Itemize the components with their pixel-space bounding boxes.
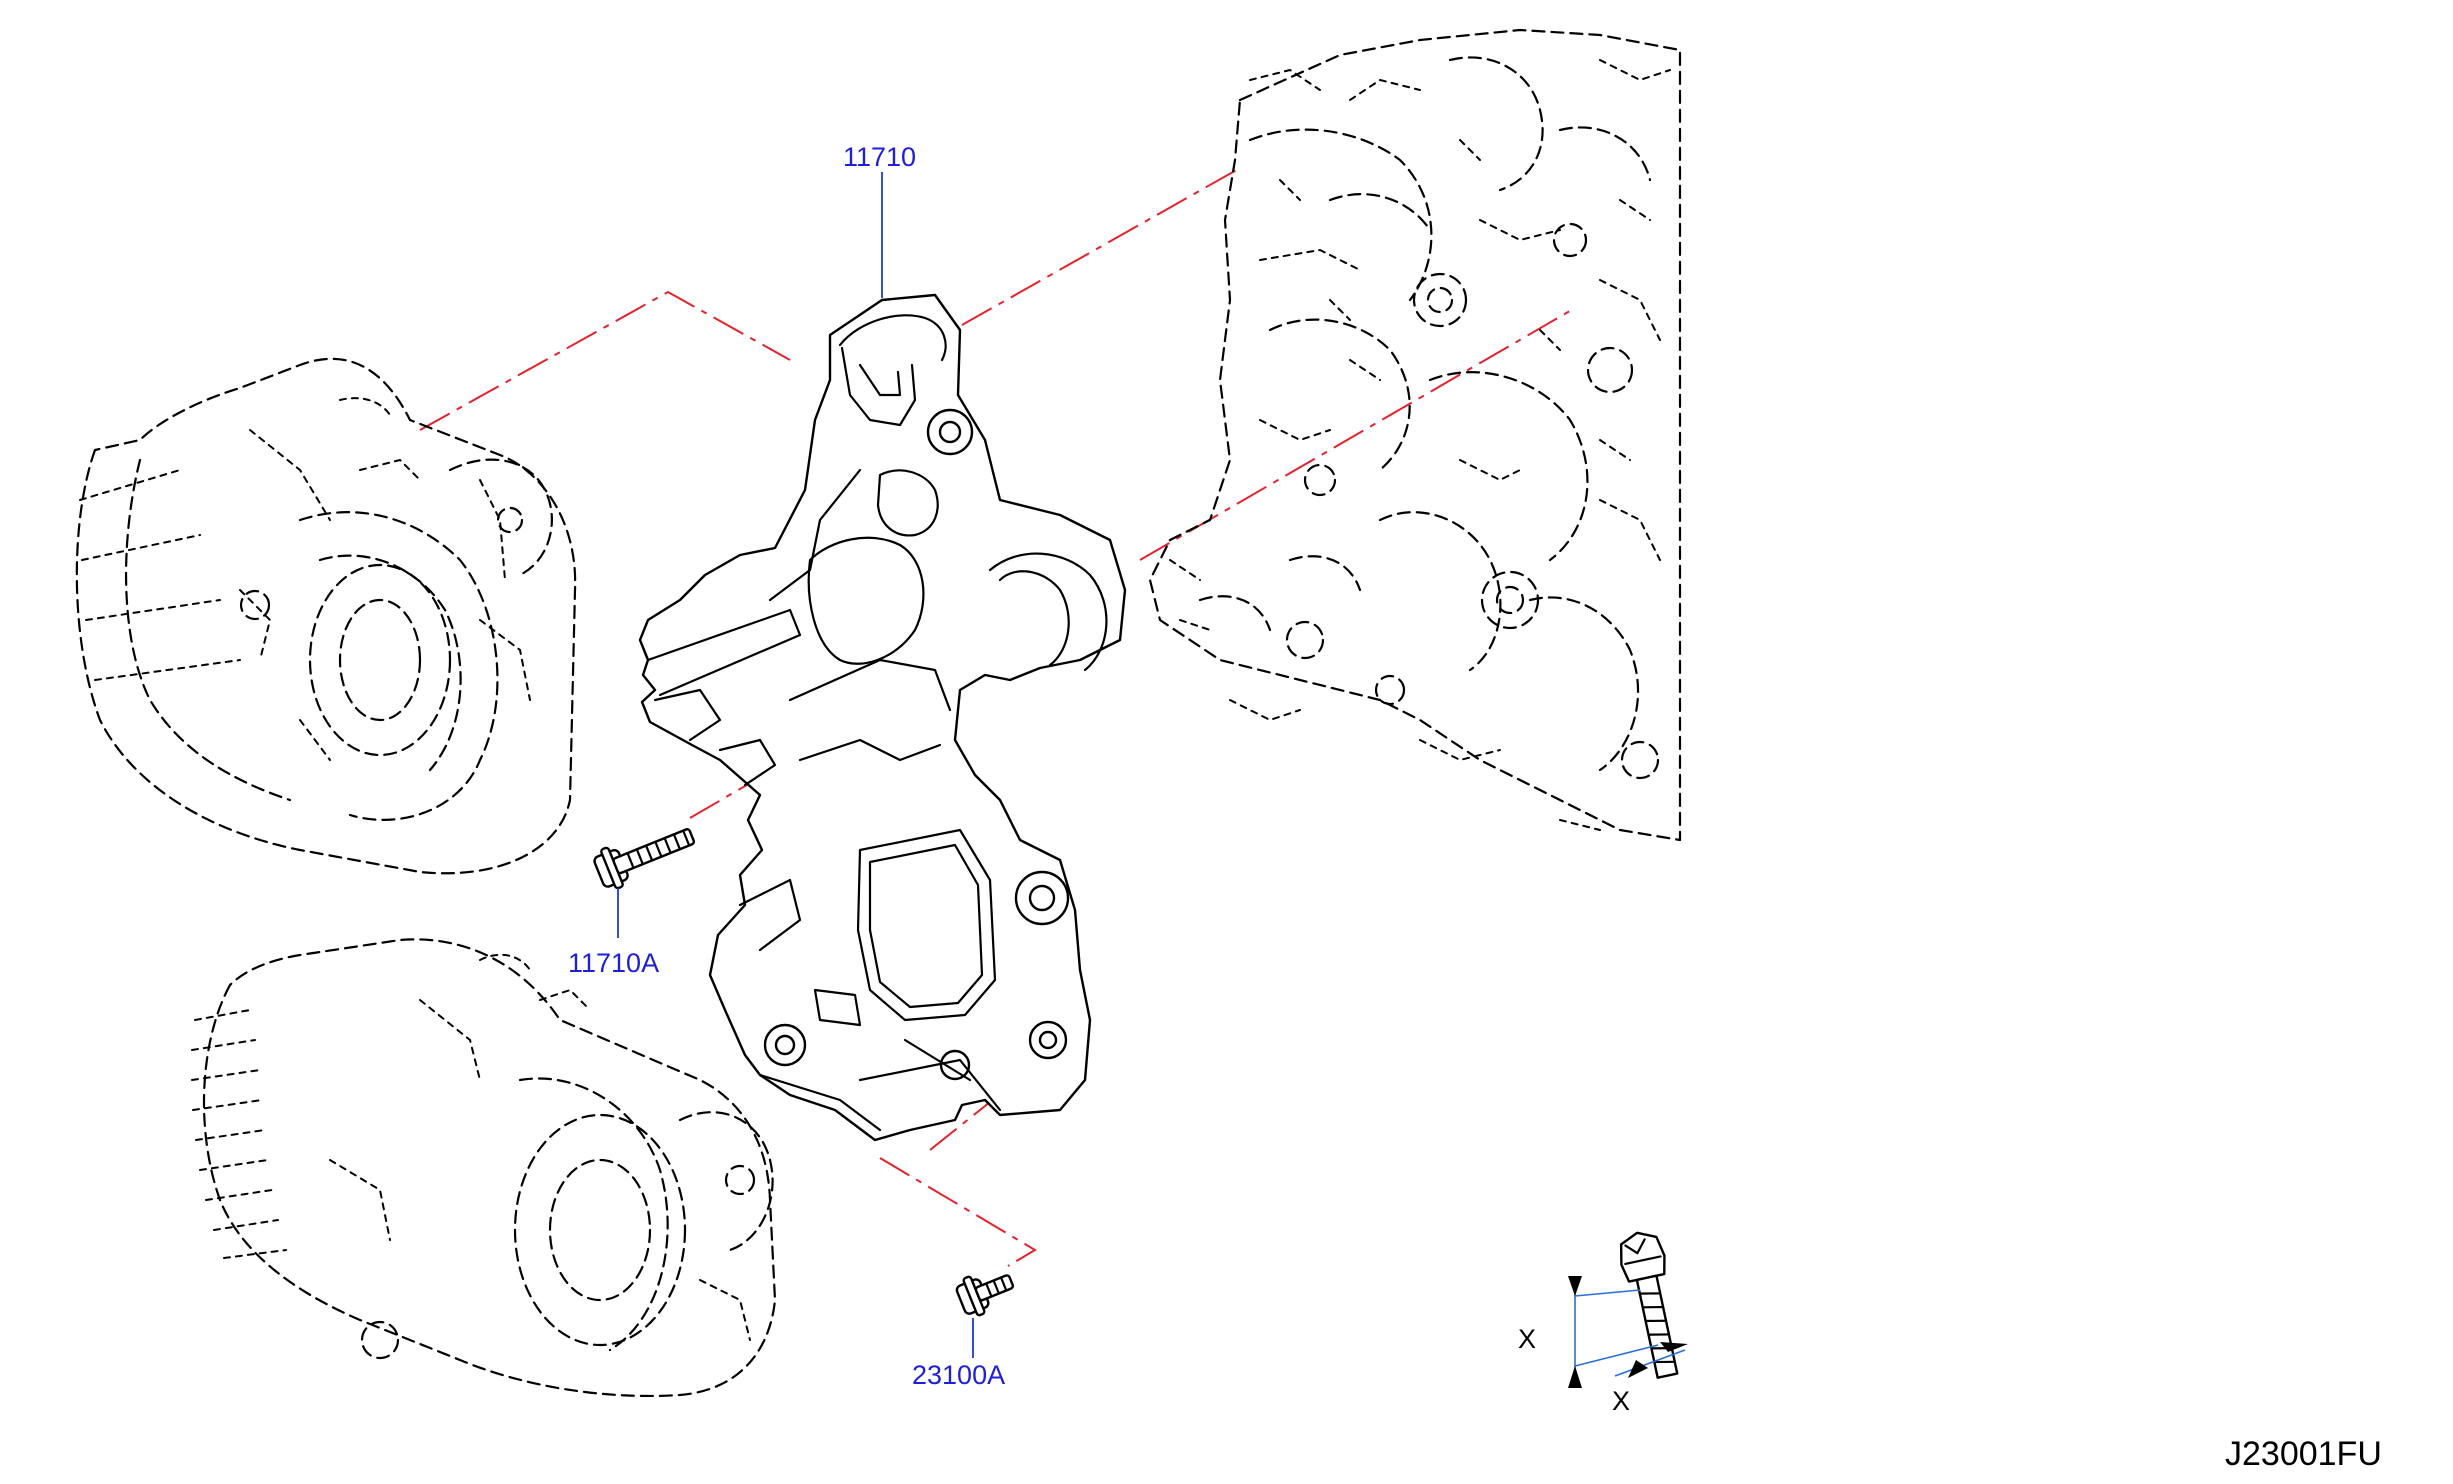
callout-bracket: 11710 [843,142,916,172]
bracket-11710 [638,293,1127,1142]
bolt-dimension-inset: X X [1518,1231,1688,1416]
engine-block-ghost [1148,28,1682,842]
phantom-line-engine-mid [1139,307,1576,561]
phantom-line-alternator [419,290,791,431]
arrow-diameter-left [1628,1360,1648,1378]
dimension-ext-bottom [1574,1344,1659,1367]
dimension-diameter-mark: X [1612,1386,1630,1416]
alternator-ghost [75,357,577,875]
phantom-line-compressor-bolt [879,1157,1037,1267]
arrow-diameter-right [1660,1342,1688,1352]
bolt-23100a [955,1274,1015,1317]
arrow-length-top [1568,1276,1582,1296]
phantom-line-engine-top [961,167,1241,326]
dimension-length-mark: X [1518,1324,1536,1354]
bolt-11710a [593,828,696,890]
callout-compressor-bolt: 23100A [912,1360,1005,1390]
figure-code: J23001FU [2225,1435,2382,1473]
dimension-ext-top [1574,1289,1641,1297]
compressor-ghost [191,938,777,1398]
dimension-diameter-line [1614,1349,1686,1377]
callout-bracket-bolt: 11710A [568,948,659,978]
arrow-length-bottom [1568,1366,1582,1388]
